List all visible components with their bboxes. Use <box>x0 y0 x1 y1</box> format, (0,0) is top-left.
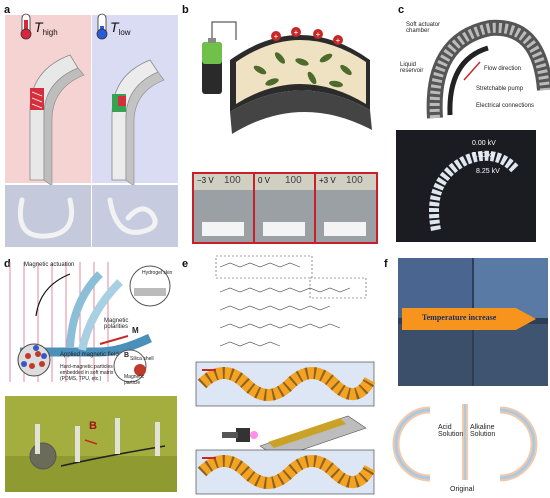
panel-a-label: a <box>4 4 11 16</box>
applied-field-label: Applied magnetic field <box>60 352 119 358</box>
panel-c-illustration <box>426 19 550 119</box>
hydrogel-skin-label: Hydrogel skin <box>142 270 173 276</box>
panel-a-illustration: Thigh Tlow <box>5 13 178 247</box>
panel-c-label: c <box>398 4 405 16</box>
magnetic-actuation-label: Magnetic actuation <box>24 262 75 268</box>
ruler-label: 100 <box>346 175 363 186</box>
kv-label-1: 7.50 kV <box>472 152 496 159</box>
panel-b-illustration: + + + + <box>202 21 372 134</box>
svg-text:+: + <box>274 32 279 41</box>
actuator-hot <box>29 54 85 187</box>
panel-d-label: d <box>4 258 11 270</box>
panel-d: d Magnetic actuation Hydrogel skin Magne… <box>0 252 180 498</box>
silica-shell-label: Silica shell <box>130 356 154 362</box>
ph-diagram <box>392 404 538 482</box>
electrical-connections-label: Electrical connections <box>476 103 535 109</box>
original-label: Original <box>450 486 475 493</box>
panel-e: e <box>180 252 380 498</box>
m-symbol: M <box>132 326 139 335</box>
t-high-label: Thigh <box>34 19 58 37</box>
photo-1: 0 V 100 <box>255 174 314 242</box>
svg-text:+: + <box>316 30 321 39</box>
temperature-arrow <box>402 308 536 330</box>
panel-b-label: b <box>182 4 189 16</box>
panel-f-label: f <box>384 258 388 270</box>
liquid-reservoir-label: Liquid reservoir <box>400 62 424 74</box>
flow-direction-label: Flow direction <box>484 66 522 72</box>
positive-ions: + + + + <box>271 27 343 45</box>
panel-f: f Temperature increase Acid Solution Alk… <box>380 252 550 498</box>
panel-c: c Soft actuator chamber Liquid reservoir… <box>380 0 550 250</box>
hard-magnetic-label: Hard-magnetic particles embedded in soft… <box>60 364 114 382</box>
temperature-photo-grid: Temperature increase <box>398 258 548 386</box>
t-low-label: Tlow <box>110 19 131 37</box>
voltage-label: +3 V <box>319 176 336 185</box>
panel-e-label: e <box>182 258 189 270</box>
temperature-label: Temperature increase <box>422 313 497 322</box>
ruler-label: 100 <box>224 175 241 186</box>
kv-label-0: 0.00 kV <box>472 140 496 147</box>
magnetic-particle-label: Magnetic particle <box>124 374 145 386</box>
voltage-label: −3 V <box>197 176 214 185</box>
kv-photo: 0.00 kV 7.50 kV 8.25 kV <box>396 130 536 242</box>
stretchable-pump-label: Stretchable pump <box>476 86 524 92</box>
thermometer-hot-icon <box>20 13 32 40</box>
soft-actuator-label: Soft actuator chamber <box>406 22 441 34</box>
panel-e-illustration <box>195 255 376 495</box>
kv-label-2: 8.25 kV <box>476 168 500 175</box>
ruler-label: 100 <box>285 175 302 186</box>
b-symbol: B <box>124 352 130 359</box>
thermometer-cold-icon <box>96 13 108 40</box>
panel-d-illustration <box>9 262 171 383</box>
particles <box>253 52 352 88</box>
battery-icon <box>202 38 222 94</box>
panel-b: b + + + + <box>180 0 380 250</box>
magnetic-polarities-label: Magnetic polarities <box>104 318 129 330</box>
photo-0: −3 V 100 <box>194 174 253 242</box>
svg-text:+: + <box>336 36 341 45</box>
actuator-cold <box>111 59 165 187</box>
voltage-photo-strip: −3 V 100 0 V 100 +3 V 100 <box>192 172 378 244</box>
photo-b-symbol: B <box>89 420 97 432</box>
panel-a: a Thigh Tlow <box>0 0 180 250</box>
alkaline-label: Alkaline Solution <box>470 424 496 438</box>
acid-label: Acid Solution <box>438 424 464 438</box>
magnet-photo: B <box>5 396 177 492</box>
voltage-label: 0 V <box>258 176 271 185</box>
svg-text:+: + <box>294 28 299 37</box>
chemical-structures <box>215 255 367 347</box>
photo-2: +3 V 100 <box>316 174 376 242</box>
